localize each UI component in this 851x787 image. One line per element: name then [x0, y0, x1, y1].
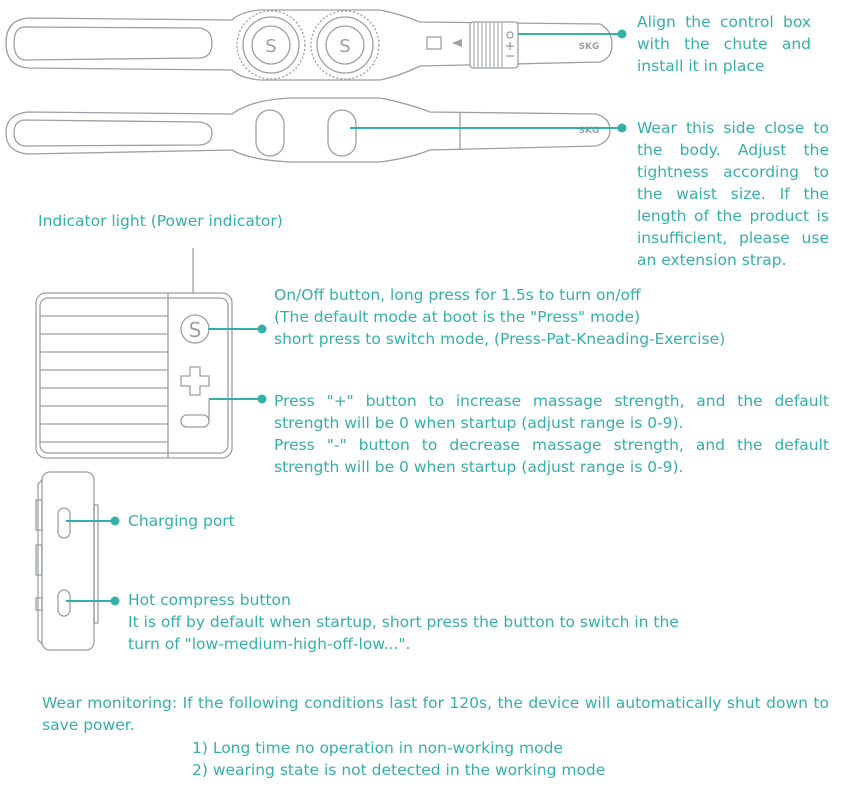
- box-label-reverse: SKG: [579, 126, 600, 136]
- power-button-glyph: S: [189, 318, 202, 342]
- callout-strength: Press "+" button to increase massage str…: [274, 390, 829, 478]
- onoff-line-3: short press to switch mode, (Press-Pat-K…: [274, 330, 726, 348]
- minus-button-shape: [180, 414, 210, 428]
- belt-back: SKG: [5, 97, 611, 163]
- minus-button-desc: Press "-" button to decrease massage str…: [274, 436, 829, 476]
- knob-glyph: S: [339, 36, 350, 57]
- plus-button-desc: Press "+" button to increase massage str…: [274, 392, 829, 432]
- callout-align: Align the control box with the chute and…: [637, 13, 811, 75]
- footer-list: 1) Long time no operation in non-working…: [192, 737, 832, 781]
- hot-button-shape: [57, 589, 71, 617]
- callout-charging: Charging port: [128, 512, 235, 530]
- belt-front: S S SKG: [5, 9, 613, 81]
- leader-dot: [110, 596, 120, 606]
- control-box-side: [35, 471, 99, 651]
- knob-glyph: S: [265, 36, 276, 57]
- callout-hot-title: Hot compress button: [128, 591, 291, 609]
- leader-dot: [257, 394, 267, 404]
- callout-indicator: Indicator light (Power indicator): [38, 212, 283, 230]
- plus-button-shape: [180, 366, 210, 396]
- onoff-line-1: On/Off button, long press for 1.5s to tu…: [274, 286, 641, 304]
- footer-intro: Wear monitoring: If the following condit…: [42, 694, 829, 734]
- footer-item: 1) Long time no operation in non-working…: [192, 739, 563, 757]
- box-label: SKG: [579, 42, 600, 52]
- callout-onoff: On/Off button, long press for 1.5s to tu…: [274, 284, 834, 350]
- callout-wear-side: Wear this side close to the body. Adjust…: [637, 119, 829, 269]
- onoff-line-2: (The default mode at boot is the "Press"…: [274, 308, 641, 326]
- leader-dot: [110, 516, 120, 526]
- leader-dot: [257, 324, 267, 334]
- footer-item: 2) wearing state is not detected in the …: [192, 761, 606, 779]
- charging-port-shape: [57, 507, 71, 539]
- control-box-front: S: [35, 248, 233, 459]
- leader-dot: [617, 29, 627, 39]
- callout-hot-desc: It is off by default when startup, short…: [128, 613, 679, 653]
- leader-dot: [617, 123, 627, 133]
